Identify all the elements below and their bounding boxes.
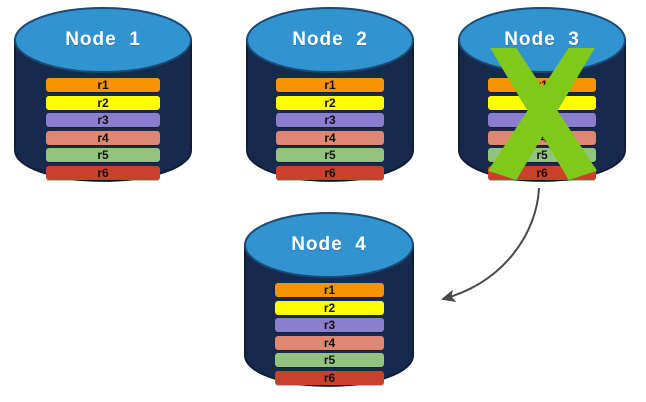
replica-row[interactable]: r5 [46, 148, 160, 162]
replica-row[interactable]: r3 [488, 113, 596, 127]
replica-label: r6 [324, 165, 336, 180]
replica-row[interactable]: r4 [275, 335, 384, 350]
replica-row[interactable]: r3 [275, 318, 384, 332]
cylinder-top [244, 212, 414, 278]
replica-row[interactable]: r5 [488, 148, 596, 162]
replica-row[interactable]: r1 [276, 78, 384, 92]
cylinder-body [244, 244, 414, 387]
replica-label: r5 [324, 148, 336, 162]
replica-label: r6 [97, 165, 109, 180]
cylinder-top [14, 7, 192, 73]
replica-label: r2 [536, 95, 548, 110]
replica-row[interactable]: r6 [275, 370, 384, 385]
replica-label: r3 [324, 113, 336, 127]
replica-label: r3 [536, 113, 548, 127]
replica-label: r1 [323, 283, 336, 297]
replica-row[interactable]: r3 [46, 113, 160, 127]
replica-label: r1 [324, 78, 336, 92]
replica-label: r4 [536, 130, 548, 145]
replica-label: r4 [323, 335, 336, 350]
replica-label: r2 [324, 95, 336, 110]
replica-row[interactable]: r5 [276, 148, 384, 162]
replica-label: r3 [323, 318, 336, 332]
cylinder-shape [246, 7, 414, 182]
replica-row[interactable]: r1 [275, 283, 384, 297]
replica-row[interactable]: r6 [46, 165, 160, 180]
replica-label: r2 [97, 95, 109, 110]
replica-label: r6 [323, 370, 336, 385]
replica-row[interactable]: r3 [276, 113, 384, 127]
replica-row[interactable]: r2 [276, 95, 384, 110]
replica-label: r4 [324, 130, 336, 145]
replica-label: r4 [97, 130, 109, 145]
replica-row[interactable]: r1 [488, 78, 596, 92]
replica-label: r6 [536, 165, 548, 180]
replica-row[interactable]: r2 [275, 300, 384, 315]
replica-row[interactable]: r4 [488, 130, 596, 145]
replica-label: r1 [536, 78, 548, 92]
replica-row[interactable]: r2 [46, 95, 160, 110]
cylinder-top [246, 7, 414, 73]
cylinder-body [14, 39, 192, 182]
replica-label: r2 [323, 300, 336, 315]
failover-arrow [441, 187, 540, 302]
replica-label: r5 [97, 148, 109, 162]
cylinder-top [458, 7, 626, 73]
replica-row[interactable]: r6 [276, 165, 384, 180]
replica-row[interactable]: r1 [46, 78, 160, 92]
replica-label: r5 [536, 148, 548, 162]
replica-row[interactable]: r4 [46, 130, 160, 145]
cylinder-body [246, 39, 414, 182]
replica-label: r3 [97, 113, 109, 127]
replica-row[interactable]: r6 [488, 165, 596, 180]
replica-row[interactable]: r4 [276, 130, 384, 145]
replica-row[interactable]: r2 [488, 95, 596, 110]
cylinder-shape [14, 7, 192, 182]
cylinder-shape [244, 212, 414, 387]
replica-label: r1 [97, 78, 109, 92]
replica-label: r5 [323, 353, 336, 367]
replica-row[interactable]: r5 [275, 353, 384, 367]
